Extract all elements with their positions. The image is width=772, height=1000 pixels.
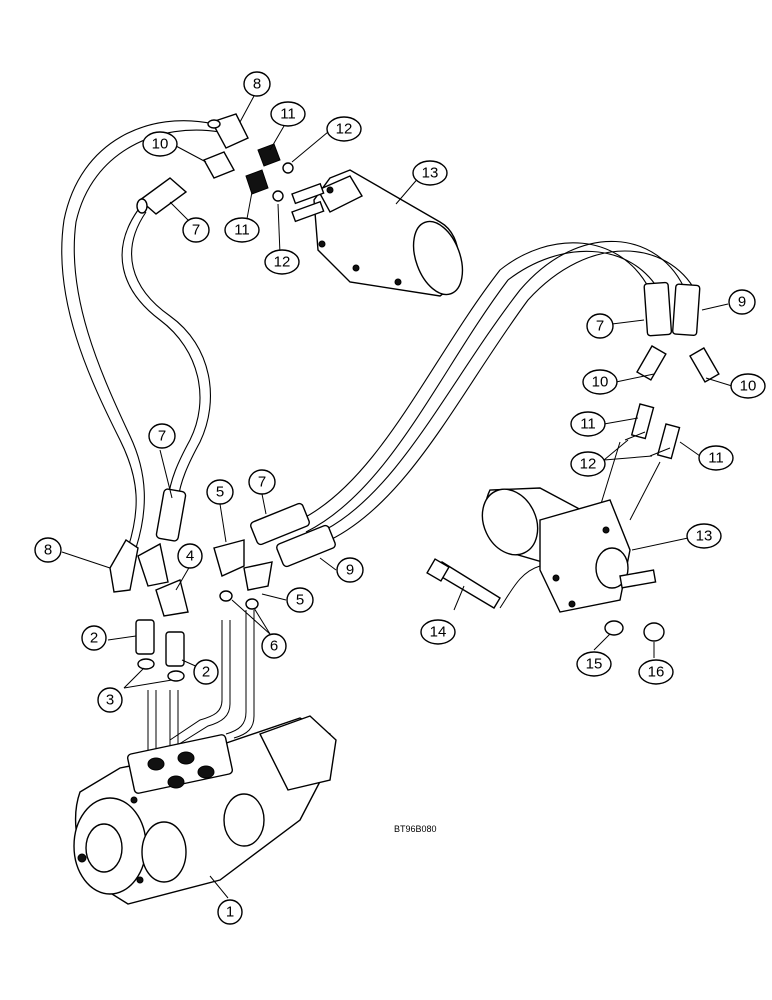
callout-11-right-a-label: 11 bbox=[580, 416, 596, 433]
callout-11-top-label: 11 bbox=[280, 106, 296, 123]
callout-3: 3 bbox=[97, 687, 123, 713]
callout-11-right-a: 11 bbox=[570, 411, 606, 437]
callout-16: 16 bbox=[638, 659, 674, 685]
callout-7-top-label: 7 bbox=[192, 222, 200, 239]
callout-15-label: 15 bbox=[586, 656, 603, 673]
callout-12-top: 12 bbox=[326, 116, 362, 142]
callout-6: 6 bbox=[261, 633, 287, 659]
callout-7-right-label: 7 bbox=[596, 318, 604, 335]
callout-1-label: 1 bbox=[226, 904, 234, 921]
callout-12-top-label: 12 bbox=[336, 121, 353, 138]
callout-12-top-b-label: 12 bbox=[274, 254, 291, 271]
callout-11-top-b: 11 bbox=[224, 217, 260, 243]
middle-fittings bbox=[109, 488, 336, 682]
callout-2-right: 2 bbox=[193, 659, 219, 685]
callout-2-left: 2 bbox=[81, 625, 107, 651]
callout-5-bottom-label: 5 bbox=[296, 592, 304, 609]
callout-4-label: 4 bbox=[186, 548, 194, 565]
callout-16-label: 16 bbox=[648, 664, 665, 681]
hydraulic-motor-right bbox=[481, 487, 657, 613]
callout-13-top: 13 bbox=[412, 160, 448, 186]
figure-reference-code: BT96B080 bbox=[394, 824, 437, 834]
callout-9-right: 9 bbox=[728, 289, 756, 315]
callout-7-mid-left-label: 7 bbox=[158, 428, 166, 445]
callout-1: 1 bbox=[217, 899, 243, 925]
callout-11-right-b: 11 bbox=[698, 445, 734, 471]
callout-7-top: 7 bbox=[182, 217, 210, 243]
callout-14: 14 bbox=[420, 619, 456, 645]
callout-13-top-label: 13 bbox=[422, 165, 439, 182]
callout-12-right-label: 12 bbox=[580, 456, 597, 473]
callout-7-mid-right: 7 bbox=[248, 469, 276, 495]
callout-5-top-label: 5 bbox=[216, 484, 224, 501]
right-fittings bbox=[624, 281, 720, 460]
callout-3-label: 3 bbox=[106, 692, 114, 709]
callout-7-right: 7 bbox=[586, 313, 614, 339]
callout-12-top-b: 12 bbox=[264, 249, 300, 275]
callout-8-top: 8 bbox=[243, 71, 271, 97]
callout-10-right-b: 10 bbox=[730, 373, 766, 399]
callout-15: 15 bbox=[576, 651, 612, 677]
callout-4: 4 bbox=[177, 543, 203, 569]
hydraulic-pump bbox=[73, 715, 337, 905]
callout-10-right-a-label: 10 bbox=[592, 374, 609, 391]
callout-11-top: 11 bbox=[270, 101, 306, 127]
callouts: 8 11 10 12 13 7 11 12 7 9 10 10 11 12 11… bbox=[34, 71, 766, 925]
callout-8-mid: 8 bbox=[34, 537, 62, 563]
callout-12-right: 12 bbox=[570, 451, 606, 477]
callout-8-top-label: 8 bbox=[253, 76, 261, 93]
callout-9-mid: 9 bbox=[336, 557, 364, 583]
callout-10-right-a: 10 bbox=[582, 369, 618, 395]
hose-lines bbox=[61, 120, 697, 760]
callout-7-mid-right-label: 7 bbox=[258, 474, 266, 491]
callout-10-top: 10 bbox=[142, 131, 178, 157]
callout-5-bottom: 5 bbox=[286, 587, 314, 613]
callout-9-right-label: 9 bbox=[738, 294, 746, 311]
callout-11-top-b-label: 11 bbox=[234, 222, 250, 239]
callout-5-top: 5 bbox=[206, 479, 234, 505]
hardware-14-15-16 bbox=[426, 558, 665, 642]
callout-2-right-label: 2 bbox=[202, 664, 210, 681]
callout-9-mid-label: 9 bbox=[346, 562, 354, 579]
callout-7-mid-left: 7 bbox=[148, 423, 176, 449]
callout-6-label: 6 bbox=[270, 638, 278, 655]
callout-10-right-b-label: 10 bbox=[740, 378, 757, 395]
callout-13-right-label: 13 bbox=[696, 528, 713, 545]
callout-2-left-label: 2 bbox=[90, 630, 98, 647]
callout-13-right: 13 bbox=[686, 523, 722, 549]
top-fittings bbox=[136, 113, 294, 215]
callout-14-label: 14 bbox=[430, 624, 447, 641]
callout-11-right-b-label: 11 bbox=[708, 450, 724, 467]
callout-10-top-label: 10 bbox=[152, 136, 169, 153]
hydraulic-motor-top bbox=[291, 169, 464, 297]
callout-8-mid-label: 8 bbox=[44, 542, 52, 559]
